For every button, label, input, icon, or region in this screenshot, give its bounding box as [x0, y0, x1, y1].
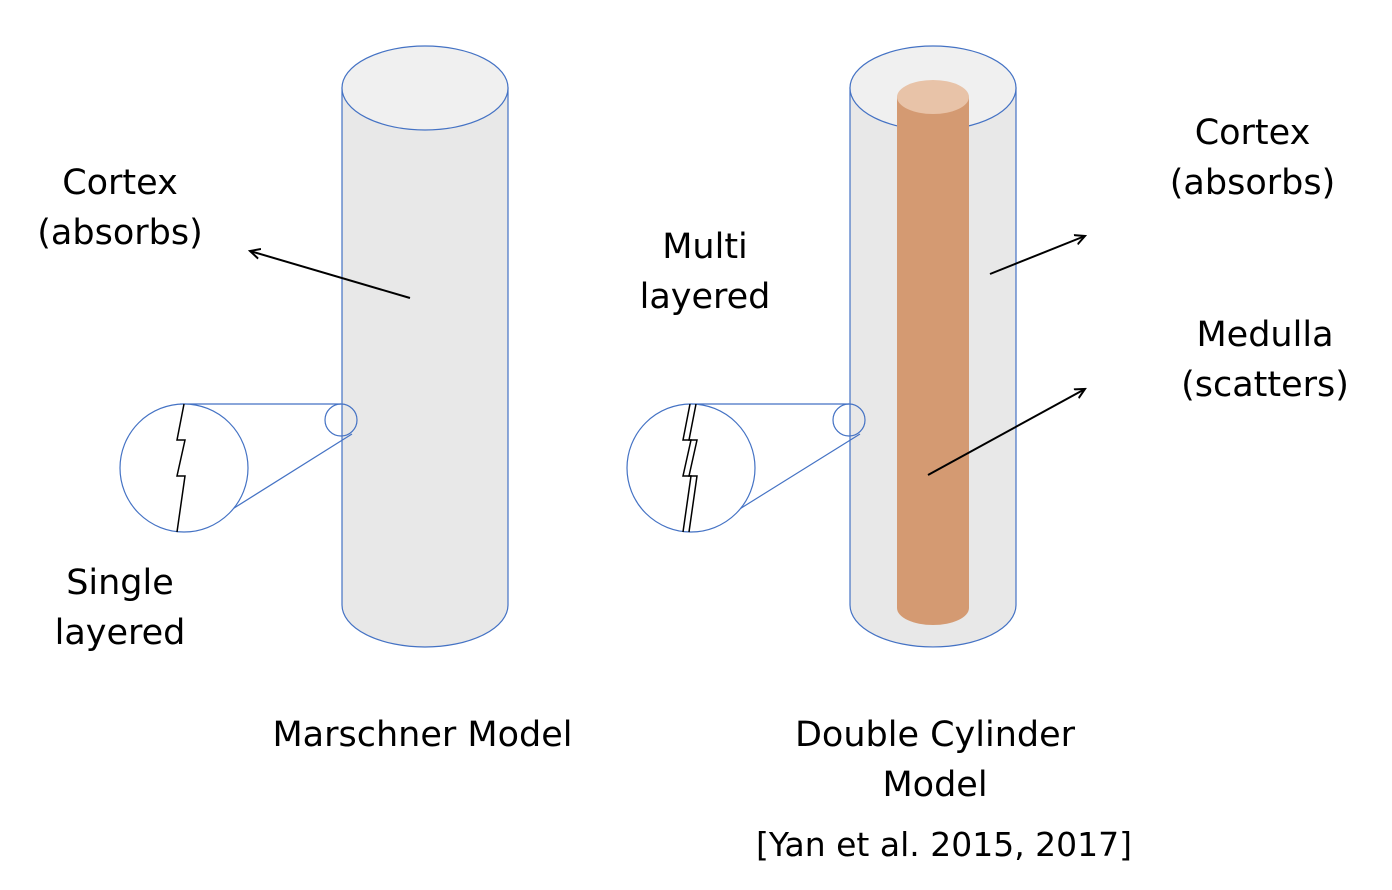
single-layered-label: Single layered: [54, 563, 186, 653]
multi-layered-label: Multi layered: [639, 227, 771, 317]
magnifier-spot: [832, 403, 866, 437]
multi-layer-zigzag-b: [688, 403, 698, 533]
multi-layer-zigzag-a: [682, 403, 692, 533]
marschner-cortex-arrow: [250, 251, 411, 299]
medulla-label: Medulla (scatters): [1181, 315, 1349, 405]
medulla-arrow: [927, 389, 1085, 476]
medulla-body: [897, 97, 969, 625]
double-cylinder-model-title: Double Cylinder Model: [794, 715, 1076, 805]
medulla-cylinder: [897, 80, 969, 625]
multi-layer-magnifier: [626, 403, 866, 533]
magnifier-spot: [324, 403, 358, 437]
marschner-cylinder-top: [341, 45, 509, 131]
medulla-top: [897, 80, 969, 114]
citation: [Yan et al. 2015, 2017]: [756, 825, 1133, 864]
marschner-cylinder: [341, 45, 509, 648]
double-cortex-arrow: [989, 236, 1085, 275]
magnifier-lens: [119, 403, 249, 533]
single-layer-magnifier: [119, 403, 358, 533]
marschner-model-title: Marschner Model: [272, 715, 573, 755]
marschner-cylinder-body: [341, 87, 509, 648]
marschner-cortex-label: Cortex (absorbs): [37, 163, 203, 253]
single-layer-zigzag: [176, 403, 186, 533]
double-cortex-label: Cortex (absorbs): [1169, 113, 1336, 203]
